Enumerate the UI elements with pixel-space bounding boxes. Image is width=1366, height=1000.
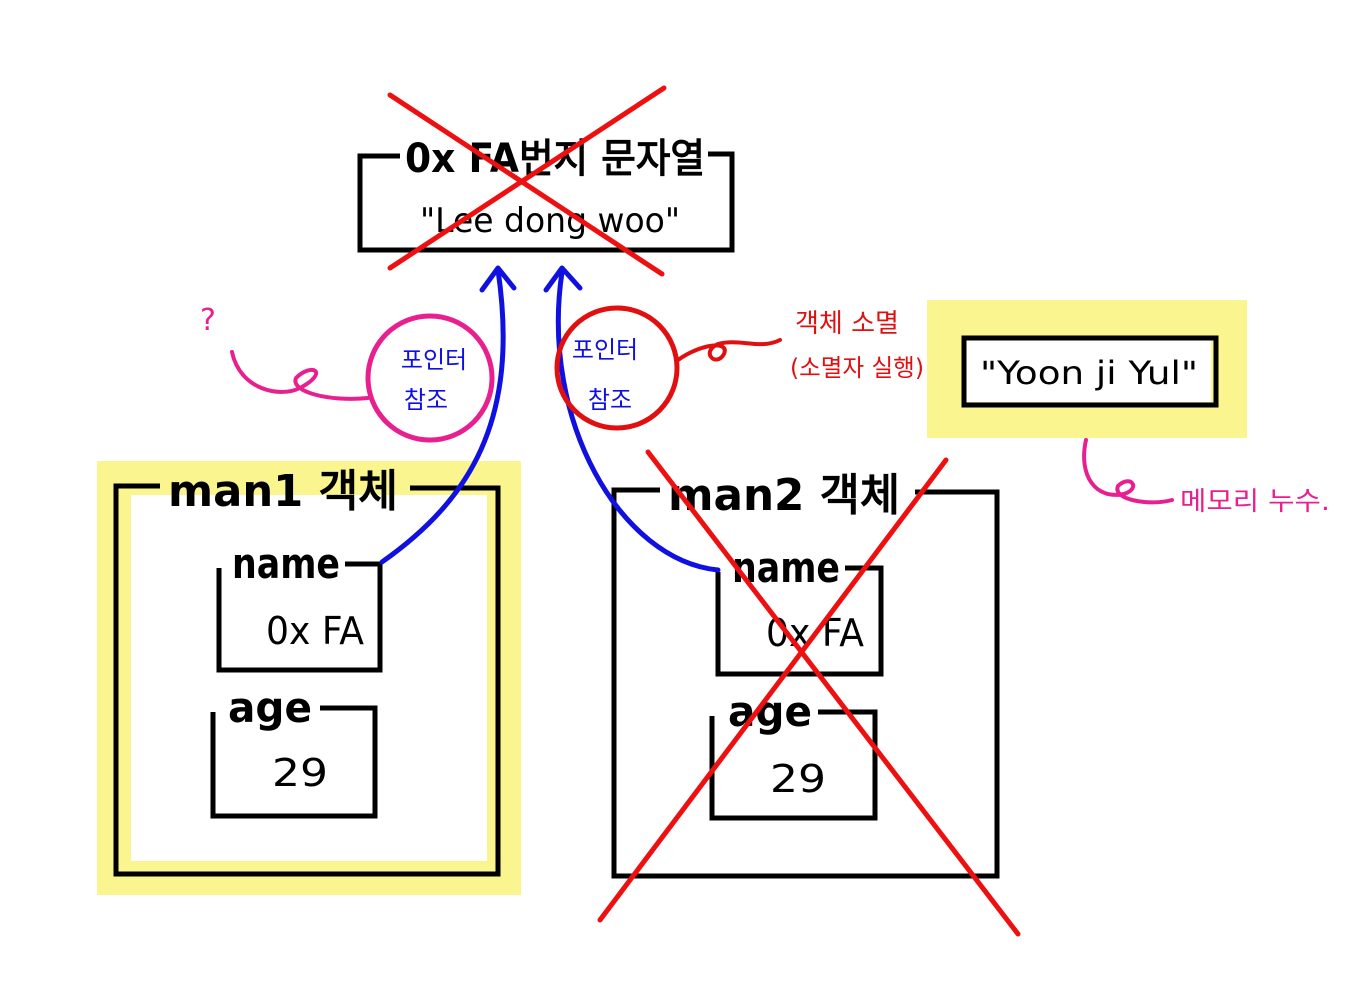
- pointer-ref-left-line1: 포인터: [401, 346, 467, 374]
- leak-box: "Yoon ji Yul": [961, 335, 1219, 408]
- man2-age-field: [709, 709, 878, 821]
- pointer-ref-right-line1: 포인터: [572, 336, 638, 364]
- pointer-ref-right: 포인터 참조: [554, 305, 680, 431]
- question-mark: ?: [200, 303, 216, 338]
- leak-note: 메모리 누수.: [1180, 487, 1330, 517]
- man1-object: man1 객체 name 0x FA age 29: [113, 466, 501, 877]
- man2-object: man2 객체 name 0x FA age 29: [611, 470, 1000, 879]
- man2-arrowhead: [543, 265, 583, 293]
- leak-box-value: "Yoon ji Yul": [980, 354, 1198, 392]
- pointer-ref-left-line2: 참조: [404, 386, 448, 414]
- pointer-ref-left-circle: [365, 313, 495, 443]
- question-annotation: ?: [200, 303, 370, 401]
- man2-strike-a: [645, 449, 1021, 937]
- man1-age-field: [210, 705, 378, 819]
- leak-squiggle: [1082, 438, 1174, 505]
- pointer-arrows: [379, 265, 721, 573]
- destroy-note-line2: (소멸자 실행): [790, 354, 924, 382]
- leak-box-frame: [961, 335, 1219, 408]
- string-box-frame: [357, 151, 735, 253]
- man1-name-field: [216, 561, 383, 673]
- string-box: 0x FA번지 문자열 "Lee dong woo": [357, 136, 735, 253]
- man1-pointer-arrow: [379, 267, 506, 565]
- pointer-ref-right-circle: [554, 305, 680, 431]
- man1-age-label: age: [228, 683, 312, 732]
- leak-highlight: [927, 300, 1247, 438]
- strike-marks: [387, 85, 1021, 937]
- question-squiggle: [230, 350, 370, 401]
- man2-frame: [611, 487, 1000, 879]
- man2-title: man2 객체: [668, 470, 900, 521]
- string-strike-a: [387, 92, 665, 277]
- man1-name-value: 0x FA: [266, 609, 364, 653]
- destroy-note-line1: 객체 소멸: [795, 309, 899, 339]
- man1-frame: [113, 483, 501, 877]
- pointer-ref-right-line2: 참조: [588, 386, 632, 414]
- man1-name-label: name: [232, 539, 340, 588]
- man1-arrowhead: [479, 265, 517, 293]
- man2-name-field: [715, 565, 884, 677]
- man2-pointer-arrow: [555, 269, 721, 573]
- man1-title: man1 객체: [168, 466, 398, 517]
- man2-age-value: 29: [770, 757, 826, 801]
- man1-age-value: 29: [272, 751, 328, 795]
- man2-strike-b: [597, 457, 949, 923]
- pointer-ref-left: 포인터 참조: [365, 313, 495, 443]
- destroy-squiggle: [676, 338, 782, 362]
- leak-annotation: 메모리 누수.: [1082, 438, 1330, 517]
- destroy-annotation: 객체 소멸 (소멸자 실행): [676, 309, 924, 382]
- string-strike-b: [387, 85, 667, 271]
